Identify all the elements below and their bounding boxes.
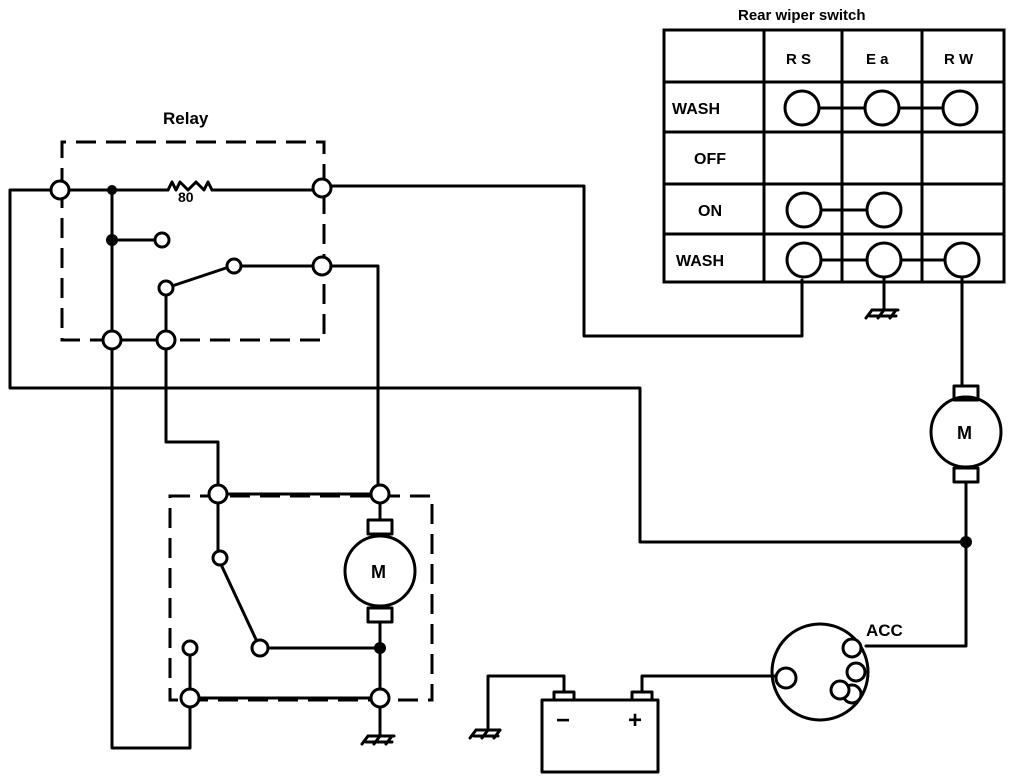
- relay-terminal: [101, 329, 123, 351]
- switch-col-rs: R S: [786, 51, 811, 68]
- relay-resistor-label: 80: [178, 189, 194, 205]
- battery-plus-label: +: [628, 707, 642, 734]
- battery-ground-icon: [468, 728, 502, 740]
- motor-box-boundary: [168, 494, 434, 702]
- wire-motor-lower: [188, 646, 382, 700]
- motor-cam-contact: [250, 638, 270, 658]
- washer-motor: M: [864, 384, 1003, 648]
- switch-col-rw: R W: [944, 51, 974, 68]
- ignition-terminal: [845, 661, 867, 683]
- switch-terminal: [865, 241, 903, 279]
- motor-terminal: [369, 483, 391, 505]
- switch-terminal: [783, 89, 821, 127]
- switch-ground-icon: [864, 308, 900, 320]
- relay-boundary: [60, 140, 326, 342]
- rear-wiper-switch: Rear wiper switch R S E a R W WASH OFF O…: [662, 7, 1006, 388]
- switch-terminal: [785, 191, 823, 229]
- relay-contact: [153, 231, 171, 249]
- wire-battery-minus-ground: [486, 674, 566, 732]
- wire-relay-to-motor-box: [164, 338, 220, 498]
- ignition-terminal-acc: [841, 637, 863, 659]
- wire-battery-plus-acc: [640, 674, 778, 694]
- motor-terminal: [369, 687, 391, 709]
- switch-terminal: [785, 241, 823, 279]
- washer-motor-brush-bottom: [952, 466, 980, 484]
- wiper-motor-ground-icon: [360, 728, 396, 746]
- relay-junction-dot: [107, 185, 117, 195]
- motor-cam-contact: [211, 549, 229, 567]
- wiper-motor-assembly: M: [168, 492, 434, 746]
- relay-terminal: [49, 179, 71, 201]
- switch-row-on: ON: [698, 203, 722, 220]
- relay-terminal: [155, 329, 177, 351]
- washer-motor-brush-top: [952, 384, 980, 402]
- acc-label: ACC: [866, 621, 903, 640]
- wire-relay-to-rs: [320, 184, 804, 338]
- ignition-terminal: [774, 666, 798, 690]
- switch-terminal: [863, 89, 901, 127]
- relay-terminal: [311, 177, 333, 199]
- relay-terminal: [311, 255, 333, 277]
- washer-motor-label: M: [957, 423, 972, 443]
- wiper-motor-body: [343, 534, 417, 608]
- battery-body: [540, 698, 660, 774]
- motor-terminal: [179, 687, 201, 709]
- relay-contact: [157, 279, 175, 297]
- ignition-switch: ACC: [770, 621, 903, 722]
- battery: − +: [468, 674, 778, 774]
- switch-terminal: [941, 89, 979, 127]
- wires: [8, 184, 968, 750]
- switch-col-ea: E a: [866, 51, 889, 68]
- switch-row-off: OFF: [694, 151, 726, 168]
- switch-title: Rear wiper switch: [738, 7, 866, 24]
- wiper-motor-brush-top: [366, 518, 394, 536]
- switch-row-wash-2: WASH: [676, 253, 724, 270]
- wire-left-outer-loop: [8, 188, 968, 544]
- switch-row-wash-1: WASH: [672, 101, 720, 118]
- switch-grid: [662, 28, 1006, 284]
- motor-junction-dot: [374, 642, 386, 654]
- wire-relay-switch-arm: [164, 264, 324, 290]
- relay-label: Relay: [163, 109, 209, 128]
- motor-terminal: [207, 483, 229, 505]
- switch-terminal: [865, 191, 903, 229]
- wire-left-lead-bottom: [110, 338, 192, 750]
- washer-junction-dot: [960, 536, 972, 548]
- motor-cam-contact: [181, 639, 199, 657]
- wiper-motor-brush-bottom: [366, 606, 394, 624]
- ignition-terminal: [829, 679, 851, 701]
- relay-junction-dot: [106, 234, 118, 246]
- wiper-motor-label: M: [371, 562, 386, 582]
- relay-coil-resistor: [166, 180, 214, 192]
- switch-terminal: [943, 241, 981, 279]
- wire-relay-to-motor: [320, 264, 380, 498]
- ignition-body: [770, 622, 870, 722]
- battery-minus-label: −: [556, 707, 570, 734]
- wire-motor-cam-arm: [216, 492, 262, 650]
- relay: Relay 80: [60, 109, 326, 342]
- relay-contact: [225, 257, 243, 275]
- terminals: [49, 177, 391, 709]
